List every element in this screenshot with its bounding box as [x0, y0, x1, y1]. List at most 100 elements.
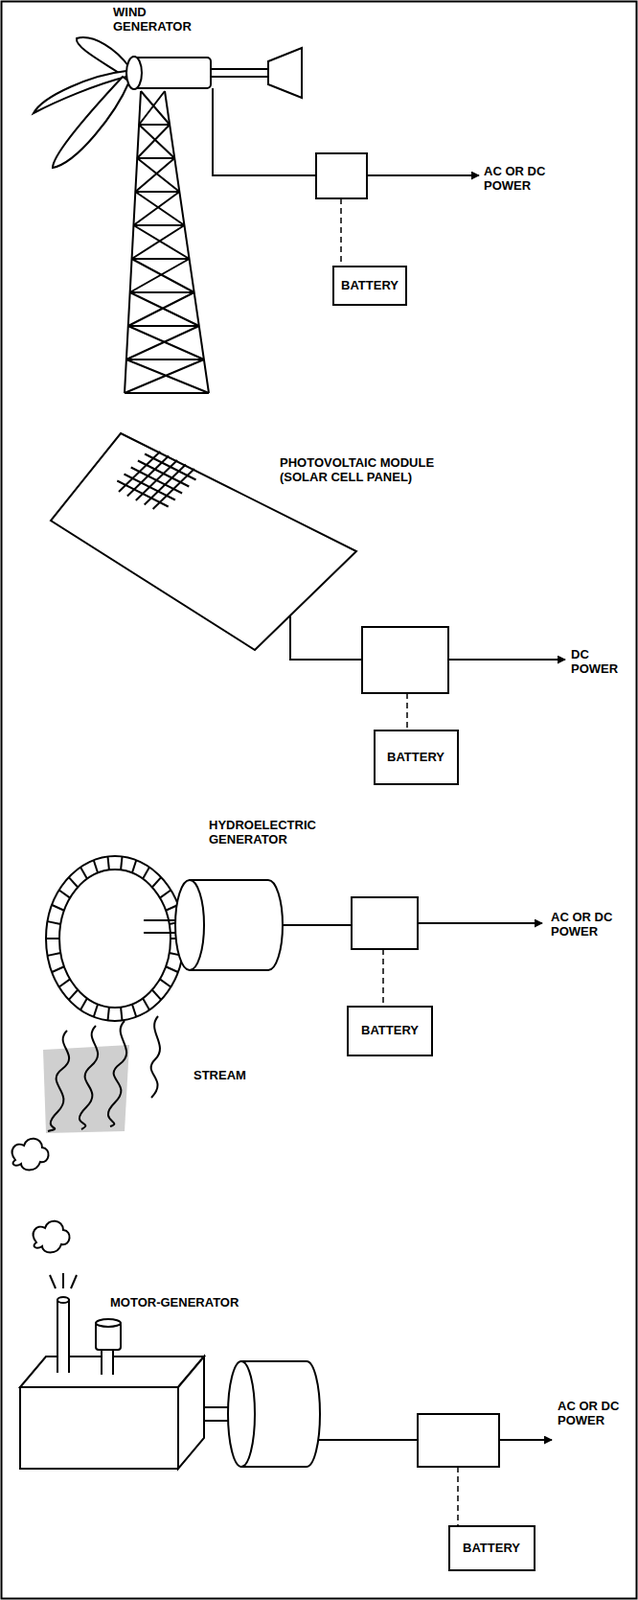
generator [318, 1437, 418, 1440]
hydroelectric-generator [175, 879, 205, 970]
box-label: BATTERY [361, 1023, 419, 1038]
wheel-paddles [142, 997, 150, 1009]
engine [101, 1348, 114, 1374]
water-wheel [45, 855, 184, 1021]
stream [43, 1044, 130, 1133]
part-label: STREAM [193, 1068, 271, 1083]
part-label: DC POWER [570, 647, 629, 677]
wheel-paddles [80, 997, 88, 1009]
battery-box: BATTERY [373, 729, 459, 785]
wind-generator [134, 57, 211, 89]
lattice-tower [135, 158, 180, 192]
lattice-tower [124, 91, 209, 393]
exhaust-cloud [49, 1272, 77, 1288]
output-arrow [366, 174, 479, 177]
wheel-paddles [107, 855, 109, 869]
lattice-tower [130, 258, 195, 293]
part-label: AC OR DC POWER [550, 910, 636, 939]
wheel-paddles [159, 978, 171, 986]
engine [57, 1296, 69, 1302]
exhaust-cloud [12, 1138, 49, 1170]
wheel-paddles [68, 989, 78, 1000]
lattice-tower [133, 191, 184, 226]
wheel-paddles [152, 989, 161, 1000]
wheel-paddles [132, 1002, 137, 1016]
wheel-paddles [59, 978, 70, 986]
wheel-paddles [45, 855, 184, 1020]
wheel-paddles [152, 876, 161, 887]
engine [95, 1318, 121, 1326]
controller-box [417, 1412, 500, 1466]
controller-box [351, 896, 418, 949]
water-wheel [45, 855, 184, 1021]
wheel-paddles [68, 876, 78, 887]
engine [178, 1355, 205, 1468]
controller-box [362, 626, 449, 693]
cell-grid [116, 451, 196, 509]
generator [227, 1360, 255, 1466]
output-arrow [417, 921, 543, 924]
wheel-paddles [80, 866, 88, 879]
box-label: BATTERY [462, 1540, 521, 1555]
hydroelectric-generator [282, 923, 352, 926]
lattice-tower [138, 91, 170, 125]
exhaust-cloud [33, 1220, 70, 1253]
wheel-paddles [45, 936, 60, 939]
wheel-paddles [93, 1002, 98, 1016]
battery-box: BATTERY [332, 265, 408, 306]
part-label: HYDROELECTRIC GENERATOR [208, 818, 343, 847]
wheel-paddles [165, 965, 179, 972]
wheel-paddles [59, 888, 70, 897]
hydroelectric-generator [143, 879, 352, 970]
wheel-paddles [107, 1006, 109, 1021]
wheel-paddles [159, 888, 171, 897]
wind-generator [33, 37, 302, 393]
battery-box: BATTERY [448, 1524, 536, 1571]
battery-box: BATTERY [346, 1004, 433, 1056]
wheel-paddles [120, 855, 122, 869]
lattice-tower [126, 325, 205, 360]
box-label: BATTERY [387, 750, 445, 765]
wind-generator [210, 68, 271, 77]
dashed-link [340, 198, 342, 266]
lattice-tower [128, 292, 200, 326]
part-label: AC OR DC POWER [557, 1398, 635, 1428]
box-label: BATTERY [341, 278, 399, 294]
engine [57, 1298, 69, 1372]
stream [151, 1015, 160, 1097]
wind-generator [126, 56, 142, 90]
wheel-paddles [47, 920, 62, 924]
lattice-tower [124, 91, 209, 393]
wheel-paddles [51, 904, 65, 911]
stream [108, 1020, 127, 1126]
output-arrow [448, 658, 566, 661]
dashed-link [406, 692, 409, 730]
generator [204, 1360, 418, 1466]
wire [212, 88, 317, 176]
stream [79, 1025, 98, 1129]
lattice-tower [124, 359, 209, 393]
stream [47, 1029, 69, 1131]
engine [20, 1296, 205, 1468]
water-wheel [59, 868, 171, 1007]
part-label: PHOTOVOLTAIC MODULE (SOLAR CELL PANEL) [279, 455, 448, 485]
wheel-paddles [47, 952, 62, 956]
stream [43, 1015, 160, 1133]
controller-box [316, 153, 367, 199]
lattice-tower [136, 124, 175, 159]
dashed-link [456, 1465, 459, 1525]
wind-generator [52, 76, 130, 168]
wire [212, 88, 317, 176]
exhaust-cloud [12, 1138, 77, 1288]
output-arrow [499, 1437, 552, 1440]
wheel-paddles [142, 866, 150, 879]
lattice-tower [132, 225, 190, 259]
engine [20, 1386, 179, 1468]
dashed-link [382, 948, 385, 1004]
wheel-paddles [93, 859, 98, 872]
wheel-paddles [132, 859, 137, 872]
wind-generator [268, 47, 302, 98]
